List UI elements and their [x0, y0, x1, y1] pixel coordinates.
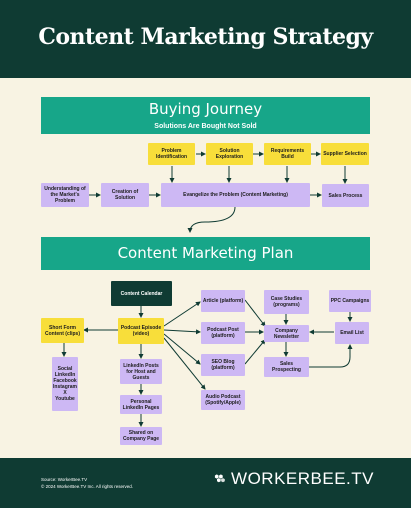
node-personal-linkedin: Personal LinkedIn Pages: [120, 395, 162, 414]
footer-source: Source: WorkerBee.TV © 2024 WorkerBee.TV…: [41, 477, 133, 491]
node-article: Article (platform): [201, 290, 245, 312]
node-sales-process: Sales Process: [322, 184, 369, 207]
node-solution-exploration: Solution Exploration: [206, 143, 253, 165]
footer-band: [0, 458, 411, 508]
node-evangelize: Evangelize the Problem (Content Marketin…: [161, 183, 310, 207]
node-sales-prospecting: Sales Prospecting: [264, 357, 309, 377]
buying-journey-banner: Buying Journey Solutions Are Bought Not …: [41, 97, 370, 134]
node-content-calendar: Content Calendar: [111, 281, 172, 306]
page-title: Content Marketing Strategy: [38, 24, 373, 50]
node-short-form: Short Form Content (clips): [41, 318, 84, 343]
honeycomb-icon: [214, 474, 225, 483]
content-plan-banner: Content Marketing Plan: [41, 237, 370, 270]
buying-journey-subheading: Solutions Are Bought Not Sold: [154, 123, 257, 130]
node-creation-of-solution: Creation of Solution: [101, 183, 149, 207]
node-shared-company: Shared on Company Page: [120, 427, 162, 445]
node-linkedin-posts: LinkedIn Posts for Host and Guests: [120, 359, 162, 384]
source-line-2: © 2024 WorkerBee.TV Inc. All rights rese…: [41, 483, 134, 489]
node-understanding-market: Understanding of the Market's Problem: [41, 183, 89, 207]
header-band: [0, 0, 411, 78]
node-requirements-build: Requirements Build: [264, 143, 311, 165]
buying-journey-heading: Buying Journey: [148, 100, 263, 118]
node-podcast-episode: Podcast Episode (video): [118, 318, 164, 344]
source-line-1: Source: WorkerBee.TV: [41, 477, 88, 482]
node-case-studies: Case Studies (programs): [264, 290, 309, 314]
node-supplier-selection: Supplier Selection: [321, 143, 369, 165]
node-email-list: Email List: [335, 322, 369, 344]
brand-name: WORKERBEE.TV: [231, 469, 374, 488]
content-plan-heading: Content Marketing Plan: [117, 244, 294, 262]
node-company-newsletter: Company Newsletter: [264, 325, 309, 342]
node-podcast-post: Podcast Post (platform): [201, 322, 245, 344]
node-ppc-campaigns: PPC Campaigns: [329, 290, 371, 312]
node-social: Social LinkedIn Facebook Instagram X You…: [52, 357, 78, 411]
workerbee-logo: WORKERBEE.TV: [214, 465, 374, 493]
node-problem-identification: Problem Identification: [148, 143, 195, 165]
node-audio-podcast: Audio Podcast (Spotify/Apple): [201, 390, 245, 410]
node-seo-blog: SEO Blog (platform): [201, 354, 245, 376]
